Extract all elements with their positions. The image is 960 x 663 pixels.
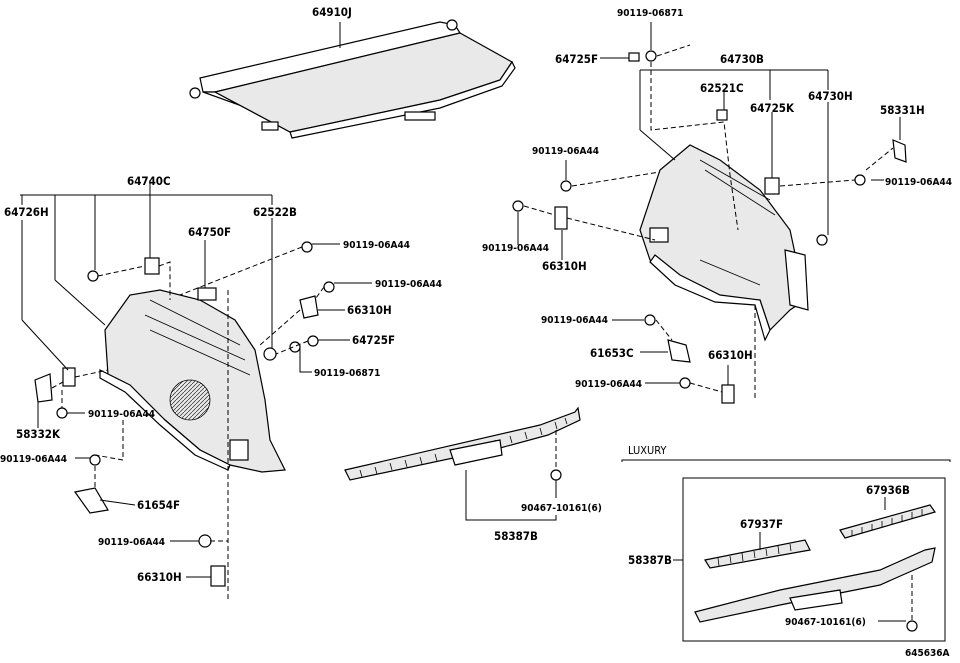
label-66310H-l2[interactable]: 66310H: [137, 570, 182, 584]
label-90467-10161-luxury[interactable]: 90467-10161(6): [785, 617, 866, 628]
label-90119-06A44-l3[interactable]: 90119-06A44: [88, 409, 155, 420]
label-90119-06A44-l5[interactable]: 90119-06A44: [98, 537, 165, 548]
label-62522B[interactable]: 62522B: [253, 205, 297, 219]
part-number-labels: 64910J 90119-06871 64725F 64730B 62521C …: [0, 5, 952, 659]
luxury-group: [621, 459, 951, 642]
luxury-caption: LUXURY: [628, 444, 667, 457]
label-66310H-l1[interactable]: 66310H: [347, 303, 392, 317]
label-64730B[interactable]: 64730B: [720, 52, 764, 66]
label-64725F-top[interactable]: 64725F: [555, 52, 598, 66]
label-90467-10161-center[interactable]: 90467-10161(6): [521, 503, 602, 514]
label-64726H[interactable]: 64726H: [4, 205, 49, 219]
label-64725K[interactable]: 64725K: [750, 101, 795, 115]
label-90119-06A44-r3[interactable]: 90119-06A44: [482, 243, 549, 254]
center-leaders: [465, 470, 557, 521]
label-58387B-luxury[interactable]: 58387B: [628, 553, 672, 567]
label-58387B-center[interactable]: 58387B: [494, 529, 538, 543]
label-66310H-r1[interactable]: 66310H: [542, 259, 587, 273]
label-58332K[interactable]: 58332K: [16, 427, 61, 441]
label-90119-06871-mid[interactable]: 90119-06871: [314, 368, 380, 379]
right-leader-lines: [517, 22, 901, 385]
label-64730H[interactable]: 64730H: [808, 89, 853, 103]
label-61653C[interactable]: 61653C: [590, 346, 634, 360]
label-64725F-mid[interactable]: 64725F: [352, 333, 395, 347]
right-quarter-trim: [639, 144, 809, 342]
center-scuff-plate: [344, 406, 581, 481]
left-dashed-lines: [51, 246, 325, 600]
right-dashed-lines: [523, 44, 894, 400]
label-90119-06A44-l1[interactable]: 90119-06A44: [343, 240, 410, 251]
tonneau-cover: [189, 19, 516, 139]
label-90119-06A44-r4[interactable]: 90119-06A44: [541, 315, 608, 326]
left-fasteners: [34, 241, 335, 587]
label-90119-06A44-r5[interactable]: 90119-06A44: [575, 379, 642, 390]
label-66310H-r2[interactable]: 66310H: [708, 348, 753, 362]
label-64910J[interactable]: 64910J: [312, 5, 352, 19]
label-90119-06A44-l4[interactable]: 90119-06A44: [0, 454, 67, 465]
right-fasteners: [512, 50, 907, 404]
left-leader-lines: [20, 180, 372, 578]
label-64750F[interactable]: 64750F: [188, 225, 231, 239]
label-90119-06A44-l2[interactable]: 90119-06A44: [375, 279, 442, 290]
label-67936B[interactable]: 67936B: [866, 483, 910, 497]
label-61654F[interactable]: 61654F: [137, 498, 180, 512]
label-62521C[interactable]: 62521C: [700, 81, 744, 95]
label-90119-06871-top[interactable]: 90119-06871: [617, 8, 683, 19]
label-58331H[interactable]: 58331H: [880, 103, 925, 117]
label-90119-06A44-r1[interactable]: 90119-06A44: [532, 146, 599, 157]
label-64740C[interactable]: 64740C: [127, 174, 171, 188]
label-67937F[interactable]: 67937F: [740, 517, 783, 531]
label-90119-06A44-r2[interactable]: 90119-06A44: [885, 177, 952, 188]
figure-number: 645636A: [905, 648, 950, 659]
left-quarter-trim: [99, 289, 286, 473]
